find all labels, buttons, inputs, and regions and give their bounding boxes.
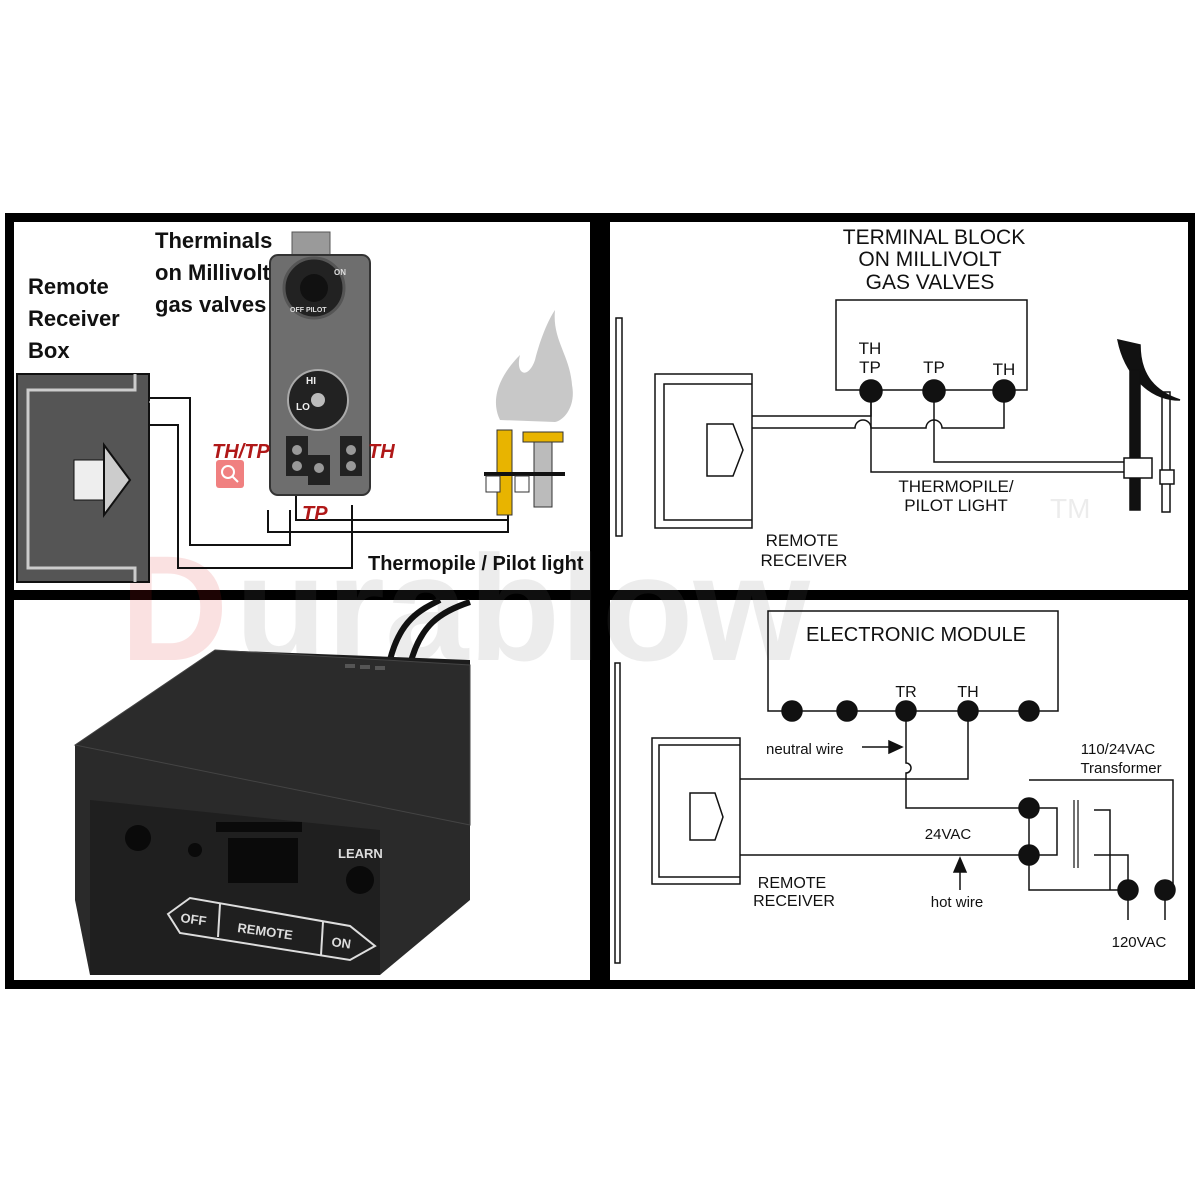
title-line: TERMINAL BLOCK [843,226,1025,249]
terminal-label-tp: TP [302,503,328,525]
neutral-wire-label: neutral wire [766,741,844,758]
thermopile-label: THERMOPILE/ [898,477,1014,496]
title-line: on Millivolt [155,260,271,285]
thermopile-pilot [484,429,565,516]
bottom-right-diagram: ELECTRONIC MODULE TR TH neutral wire 110… [614,610,1176,964]
panel-bottom-right [610,600,1188,980]
receiver-label: Receiver [28,306,120,331]
zoom-icon[interactable] [216,460,244,488]
receiver-label: Box [28,338,70,363]
title-line: ON MILLIVOLT [858,248,1001,271]
thermopile-label: PILOT LIGHT [904,496,1008,515]
terminal-label: TH [859,339,882,358]
hot-wire-label: hot wire [931,894,984,911]
receiver-label: Remote [28,274,109,299]
arrow-icon [103,441,132,519]
gas-valve-image: ON OFF PILOT HI LO [269,231,371,496]
voltage-120vac: 120VAC [1112,934,1167,951]
svg-text:TM: TM [1050,493,1090,524]
terminal-th [957,700,979,722]
knob-label: LO [296,402,310,413]
terminal-tp [922,379,946,403]
led-hole [125,825,151,851]
top-right-diagram: TERMINAL BLOCK ON MILLIVOLT GAS VALVES T… [615,226,1181,570]
thermopile-label: Thermopile / Pilot light [368,553,584,575]
top-left-diagram: Therminals on Millivolt gas valves Remot… [16,228,584,583]
off-button-label[interactable]: OFF [180,910,208,928]
terminal-label-tr: TR [895,684,916,701]
learn-label: LEARN [338,846,383,861]
on-button-label[interactable]: ON [331,934,352,952]
remote-receiver-photo: LEARN OFF REMOTE ON [73,597,471,975]
terminal-label-th-tp: TH/TP [212,441,270,463]
receiver-label: REMOTE [766,531,839,550]
terminal-label: TP [859,358,881,377]
title-line: Therminals [155,228,272,253]
knob-label: OFF PILOT [290,307,327,314]
receiver-box [16,373,150,583]
knob-label: HI [306,376,316,387]
connector-port [228,838,298,883]
transformer-label: Transformer [1080,760,1161,777]
transformer-label: 110/24VAC [1081,741,1156,758]
terminal-label: TP [923,358,945,377]
switch-outline [166,896,377,962]
title-line: GAS VALVES [866,271,995,294]
terminal-tr [895,700,917,722]
title-line: gas valves [155,292,266,317]
knob-label: ON [334,268,346,277]
flame-icon [1117,339,1181,401]
voltage-24vac: 24VAC [925,826,972,843]
flame-icon [495,310,573,422]
terminal-label-th: TH [368,441,395,463]
terminal-th [992,379,1016,403]
receiver-label: RECEIVER [753,893,835,910]
terminal-label: TH [993,360,1016,379]
terminal-label-th: TH [957,684,978,701]
receiver-label: RECEIVER [761,551,848,570]
receiver-label: REMOTE [758,875,826,892]
module-title: ELECTRONIC MODULE [806,624,1026,646]
learn-button[interactable] [346,866,374,894]
terminal-th-tp [859,379,883,403]
